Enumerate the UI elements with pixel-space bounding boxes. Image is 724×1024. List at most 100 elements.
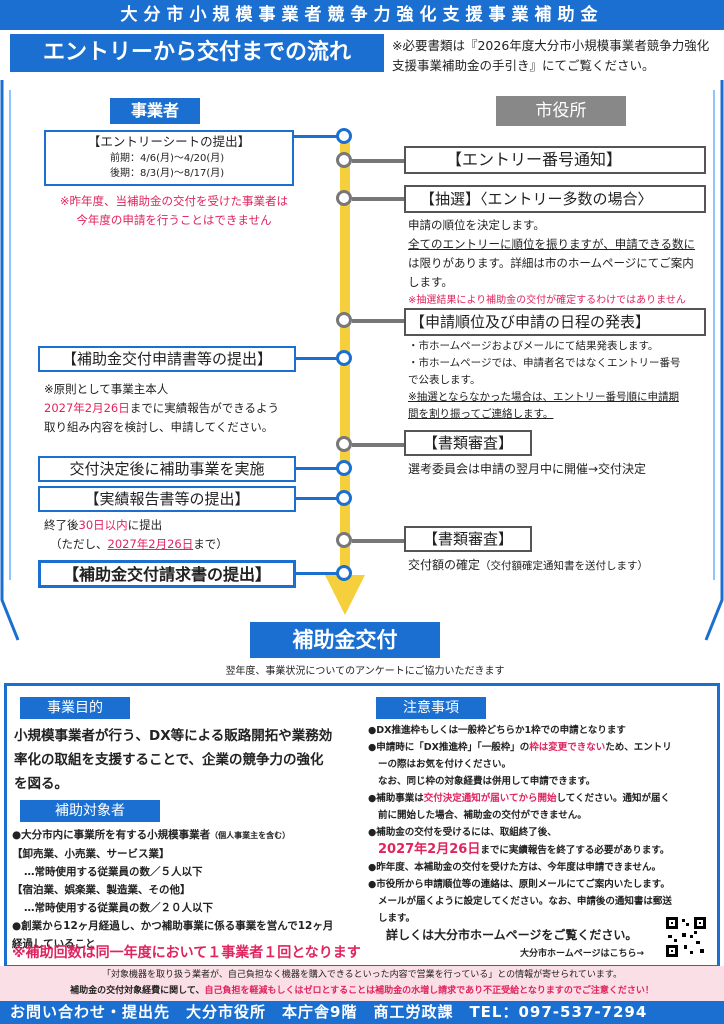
entry-warning-line1: ※昨年度、当補助金の交付を受けた事業者は (59, 194, 289, 208)
lottery-line: 全てのエントリーに順位を振りますが、申請できる数に (408, 237, 696, 251)
entry-period-2: 後期：8/3(月)～8/17(月) (110, 168, 225, 179)
note-line: ため、エントリ (605, 742, 672, 753)
order-line: 間を割り振ってご連絡します。 (408, 408, 554, 420)
purpose-line: を図る。 (14, 776, 68, 792)
connector (352, 197, 404, 201)
note-emphasis: 交付決定通知が届いてから開始 (423, 793, 557, 804)
report-days: 30日以内 (78, 518, 128, 532)
fraud-line2-b: 自己負担を軽減もしくはゼロとすることは補助金の水増し請求であり不正受給となります… (204, 986, 654, 996)
timeline-node (336, 190, 352, 206)
review2-text: 交付額の確定（交付額確定通知書を送付します） (408, 556, 648, 573)
report-line: まで） (193, 537, 228, 551)
timeline-node (336, 312, 352, 328)
homepage-text: 詳しくは大分市ホームページをご覧ください。 (386, 928, 638, 942)
note-line: ●市役所から申請順位等の連絡は、原則メールにてご案内いたします。 (368, 879, 670, 890)
connector (296, 497, 340, 500)
note-line: ●昨年度、本補助金の交付を受けた方は、今年度は申請できません。 (368, 862, 662, 873)
note-deadline: 2027年2月26日 (378, 842, 481, 857)
flow-title: エントリーから交付までの流れ (10, 34, 384, 72)
implement-box: 交付決定後に補助事業を実施 (38, 456, 296, 482)
entry-period-1: 前期：4/6(月)～4/20(月) (110, 153, 225, 164)
application-details: ※原則として事業主本人 2027年2月26日までに実績報告ができるよう 取り組み… (44, 380, 334, 437)
order-line: ・市ホームページおよびメールにて結果発表します。 (408, 340, 659, 352)
target-line: （個人事業主を含む） (210, 831, 291, 840)
order-line: で公表します。 (408, 374, 481, 386)
application-line: までに実績報告ができるよう (129, 401, 279, 415)
fraud-line2-a: 補助金の交付対象経費に関して、 (70, 986, 205, 996)
report-details: 終了後30日以内に提出 （ただし、2027年2月26日まで） (44, 516, 334, 554)
order-announcement-box: 【申請順位及び申請の日程の発表】 (404, 308, 706, 336)
connector (352, 319, 404, 323)
lottery-box: 【抽選】〈エントリー多数の場合〉 (404, 185, 706, 213)
note-line: ●補助金の交付を受けるには、取組終了後、 (368, 827, 557, 838)
contact-bar: お問い合わせ・提出先 大分市役所 本庁舎9階 商工労政課 TEL：097-537… (0, 1001, 724, 1024)
award-banner: 補助金交付 (250, 622, 440, 658)
target-line: 【卸売業、小売業、サービス業】 (12, 848, 170, 860)
qr-code-icon[interactable] (664, 915, 708, 959)
city-header: 市役所 (496, 96, 626, 126)
report-line: に提出 (127, 518, 163, 532)
purpose-heading: 事業目的 (20, 697, 130, 719)
right-decoration (704, 80, 724, 641)
timeline-node (336, 532, 352, 548)
purpose-line: 率化の取組を支援することで、企業の競争力の強化 (14, 752, 324, 768)
review2-main: 交付額の確定 (408, 558, 481, 572)
connector (296, 357, 340, 360)
homepage-link[interactable]: 大分市ホームページはこちら→ (520, 949, 645, 959)
target-line: 経過していること (12, 938, 96, 950)
note-emphasis: 枠は変更できない (529, 742, 606, 753)
timeline-node (336, 460, 352, 476)
target-heading: 補助対象者 (20, 800, 160, 822)
review1-box: 【書類審査】 (404, 430, 532, 456)
entry-warning-line2: 今年度の申請を行うことはできません (76, 213, 272, 227)
timeline-node (336, 436, 352, 452)
purpose-line: 小規模事業者が行う、DX等による販路開拓や業務効 (14, 728, 333, 744)
lottery-details: 申請の順位を決定します。 全てのエントリーに順位を振りますが、申請できる数に は… (408, 216, 708, 308)
fraud-line1: 「対象機器を取り扱う業者が、自己負担なく機器を購入できるといった内容で営業を行っ… (102, 970, 622, 980)
target-list: ●大分市内に事業所を有する小規模事業者（個人事業主を含む） 【卸売業、小売業、サ… (12, 826, 362, 953)
note-line: してください。通知が届く (556, 793, 670, 804)
fraud-warning: 「対象機器を取り扱う業者が、自己負担なく機器を購入できるといった内容で営業を行っ… (0, 966, 724, 1001)
timeline-node (336, 128, 352, 144)
applicant-header: 事業者 (110, 98, 200, 124)
order-details: ・市ホームページおよびメールにて結果発表します。 ・市ホームページでは、申請者名… (408, 338, 708, 423)
report-box: 【実績報告書等の提出】 (38, 486, 296, 512)
left-decoration (0, 80, 20, 641)
target-line: …常時使用する従業員の数／２０人以下 (24, 902, 213, 914)
application-line: ※原則として事業主本人 (44, 382, 169, 396)
target-line: ●創業から12ヶ月経過し、かつ補助事業に係る事業を営んで12ヶ月 (12, 920, 334, 932)
note-line: メールが届くように設定してください。なお、申請後の通知書は郵送 (378, 896, 672, 907)
review2-box: 【書類審査】 (404, 526, 532, 552)
application-line: 取り組み内容を検討し、申請してください。 (44, 420, 274, 434)
note-line: ●補助事業は (368, 793, 424, 804)
note-line: までに実績報告を終了する必要があります。 (480, 845, 670, 856)
note-line: ●申請時に「DX推進枠」「一般枠」の (368, 742, 530, 753)
lottery-line: は限りがあります。詳細は市のホームページにてご案内 (408, 256, 694, 270)
entry-sheet-title: 【エントリーシートの提出】 (87, 134, 251, 149)
review1-text: 選考委員会は申請の翌月中に開催→交付決定 (408, 462, 647, 476)
connector (294, 135, 340, 138)
note-line: なお、同じ枠の対象経費は併用して申請できます。 (378, 776, 596, 787)
connector (352, 159, 404, 163)
top-title-bar: 大分市小規模事業者競争力強化支援事業補助金 (0, 0, 724, 30)
report-line: 終了後 (44, 518, 79, 532)
note-line: します。 (378, 913, 416, 924)
review2-note: （交付額確定通知書を送付します） (480, 560, 649, 572)
note-line: ●DX推進枠もしくは一般枠どちらか1枠での申請となります (368, 725, 626, 736)
entry-warning: ※昨年度、当補助金の交付を受けた事業者は 今年度の申請を行うことはできません (44, 192, 304, 230)
connector (352, 539, 404, 543)
claim-box: 【補助金交付請求書の提出】 (38, 560, 296, 588)
report-deadline: 2027年2月26日 (107, 537, 194, 551)
target-line: ●大分市内に事業所を有する小規模事業者 (12, 829, 211, 841)
timeline-node (336, 490, 352, 506)
lottery-line: します。 (408, 275, 453, 289)
target-line: …常時使用する従業員の数／５人以下 (24, 866, 203, 878)
guide-note: ※必要書類は『2026年度大分市小規模事業者競争力強化支援事業補助金の手引き』に… (392, 38, 710, 73)
purpose-text: 小規模事業者が行う、DX等による販路開拓や業務効 率化の取組を支援することで、企… (14, 724, 359, 796)
timeline-node (336, 565, 352, 581)
note-line: ーの際はお気を付けください。 (378, 759, 512, 770)
note-line: 前に開始した場合、補助金の交付ができません。 (378, 810, 587, 821)
timeline-arrow (325, 575, 365, 615)
application-deadline: 2027年2月26日 (44, 401, 130, 415)
order-line: ※抽選とならなかった場合は、エントリー番号順に申請期 (408, 391, 679, 403)
